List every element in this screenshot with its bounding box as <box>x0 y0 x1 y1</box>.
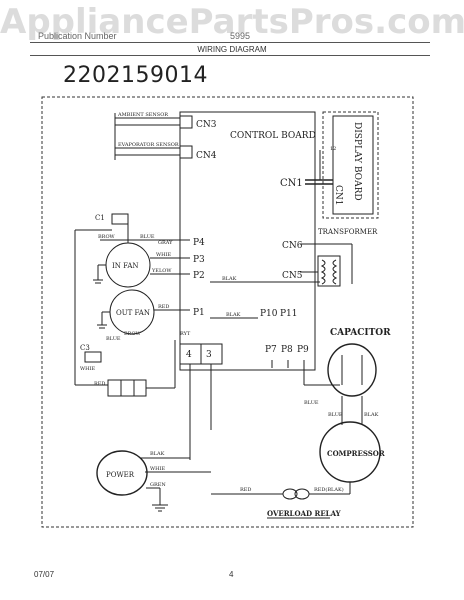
red-black-wire-label: RED(BLAK) <box>314 486 344 493</box>
ryt-wire-label: RYT <box>180 331 191 337</box>
p2-label: P2 <box>193 271 205 281</box>
brown-wire-label-2: BROW <box>124 331 142 337</box>
red-wire-label-1: RED <box>158 304 169 310</box>
blue-wire-label-4: BLUE <box>328 412 343 418</box>
publication-caption: Publication Number <box>38 31 117 41</box>
overload-relay-label: OVERLOAD RELAY <box>267 509 342 518</box>
p1-label: P1 <box>193 308 205 318</box>
display-board <box>322 111 379 219</box>
transformer-label: TRANSFORMER <box>318 228 378 236</box>
white-wire-label-2: WHIE <box>80 366 95 372</box>
control-board-label: CONTROL BOARD <box>230 131 316 141</box>
power-plug <box>96 450 148 496</box>
overload-relay-coil-1 <box>282 488 298 500</box>
cn6-label: CN6 <box>282 241 303 251</box>
c3-capacitor <box>84 351 102 363</box>
relay-3-label: 3 <box>206 350 212 360</box>
red-wire-label-3: RED <box>240 487 251 493</box>
cn4-label: CN4 <box>196 151 217 161</box>
part-number: 2202159014 <box>63 63 208 88</box>
p8-label: P8 <box>281 345 293 355</box>
yellow-wire-label: YELOW <box>151 268 172 274</box>
run-capacitor <box>327 343 377 397</box>
p3-label: P3 <box>193 255 205 265</box>
p4-label: P4 <box>193 238 205 248</box>
terminal-block <box>107 379 147 397</box>
p7-label: P7 <box>265 345 277 355</box>
footer-page-number: 4 <box>229 570 234 579</box>
cn1-display-label: CN1 <box>333 185 343 206</box>
evaporator-sensor-label: EVAPORATOR SENSOR <box>118 142 179 148</box>
p11-label: P11 <box>280 309 298 319</box>
c3-label: C3 <box>80 344 90 352</box>
control-board <box>179 111 316 371</box>
transformer <box>317 255 341 287</box>
white-wire-label-3: WHIE <box>150 466 165 472</box>
header-rule <box>30 42 430 43</box>
in-fan-label: IN FAN <box>112 262 139 270</box>
c1-capacitor <box>111 213 129 225</box>
out-fan-label: OUT FAN <box>116 309 150 317</box>
watermark-text: AppliancePartsPros.com <box>0 2 464 42</box>
ambient-sensor-label: AMBIENT SENSOR <box>117 112 168 118</box>
p10-label: P10 <box>260 309 278 319</box>
black-wire-label-1: BLAK <box>222 276 237 282</box>
pin-12-label: 12 <box>330 146 336 152</box>
publication-number: 5995 <box>230 31 251 41</box>
cn5-label: CN5 <box>282 271 303 281</box>
cn3-label: CN3 <box>196 120 217 130</box>
black-wire-label-4: BLAK <box>150 451 165 457</box>
diagram-frame <box>41 96 414 528</box>
blue-wire-label-1: BLUE <box>140 234 155 240</box>
brown-wire-label-1: BROW <box>98 234 116 240</box>
green-wire-label: GREN <box>150 482 166 488</box>
blue-wire-label-3: BLUE <box>304 400 319 406</box>
header-rule-lower <box>30 55 430 56</box>
cn1-board-label: CN1 <box>280 178 303 189</box>
white-wire-label-1: WHIE <box>156 252 171 258</box>
compressor-label: COMPRESSOR <box>327 449 385 458</box>
black-wire-label-3: BLAK <box>364 412 379 418</box>
relay-4-label: 4 <box>186 350 192 360</box>
capacitor-label: CAPACITOR <box>330 328 391 338</box>
c1-label: C1 <box>95 214 105 222</box>
page-title: WIRING DIAGRAM <box>197 45 267 54</box>
blue-wire-label-2: BLUE <box>106 336 121 342</box>
display-board-label: DISPLAY BOARD <box>352 122 362 201</box>
black-wire-label-2: BLAK <box>226 312 241 318</box>
p9-label: P9 <box>297 345 309 355</box>
footer-date: 07/07 <box>34 570 55 579</box>
red-wire-label-2: RED <box>94 381 105 387</box>
power-label: POWER <box>106 471 135 479</box>
gray-wire-label: GRAY <box>158 240 173 246</box>
